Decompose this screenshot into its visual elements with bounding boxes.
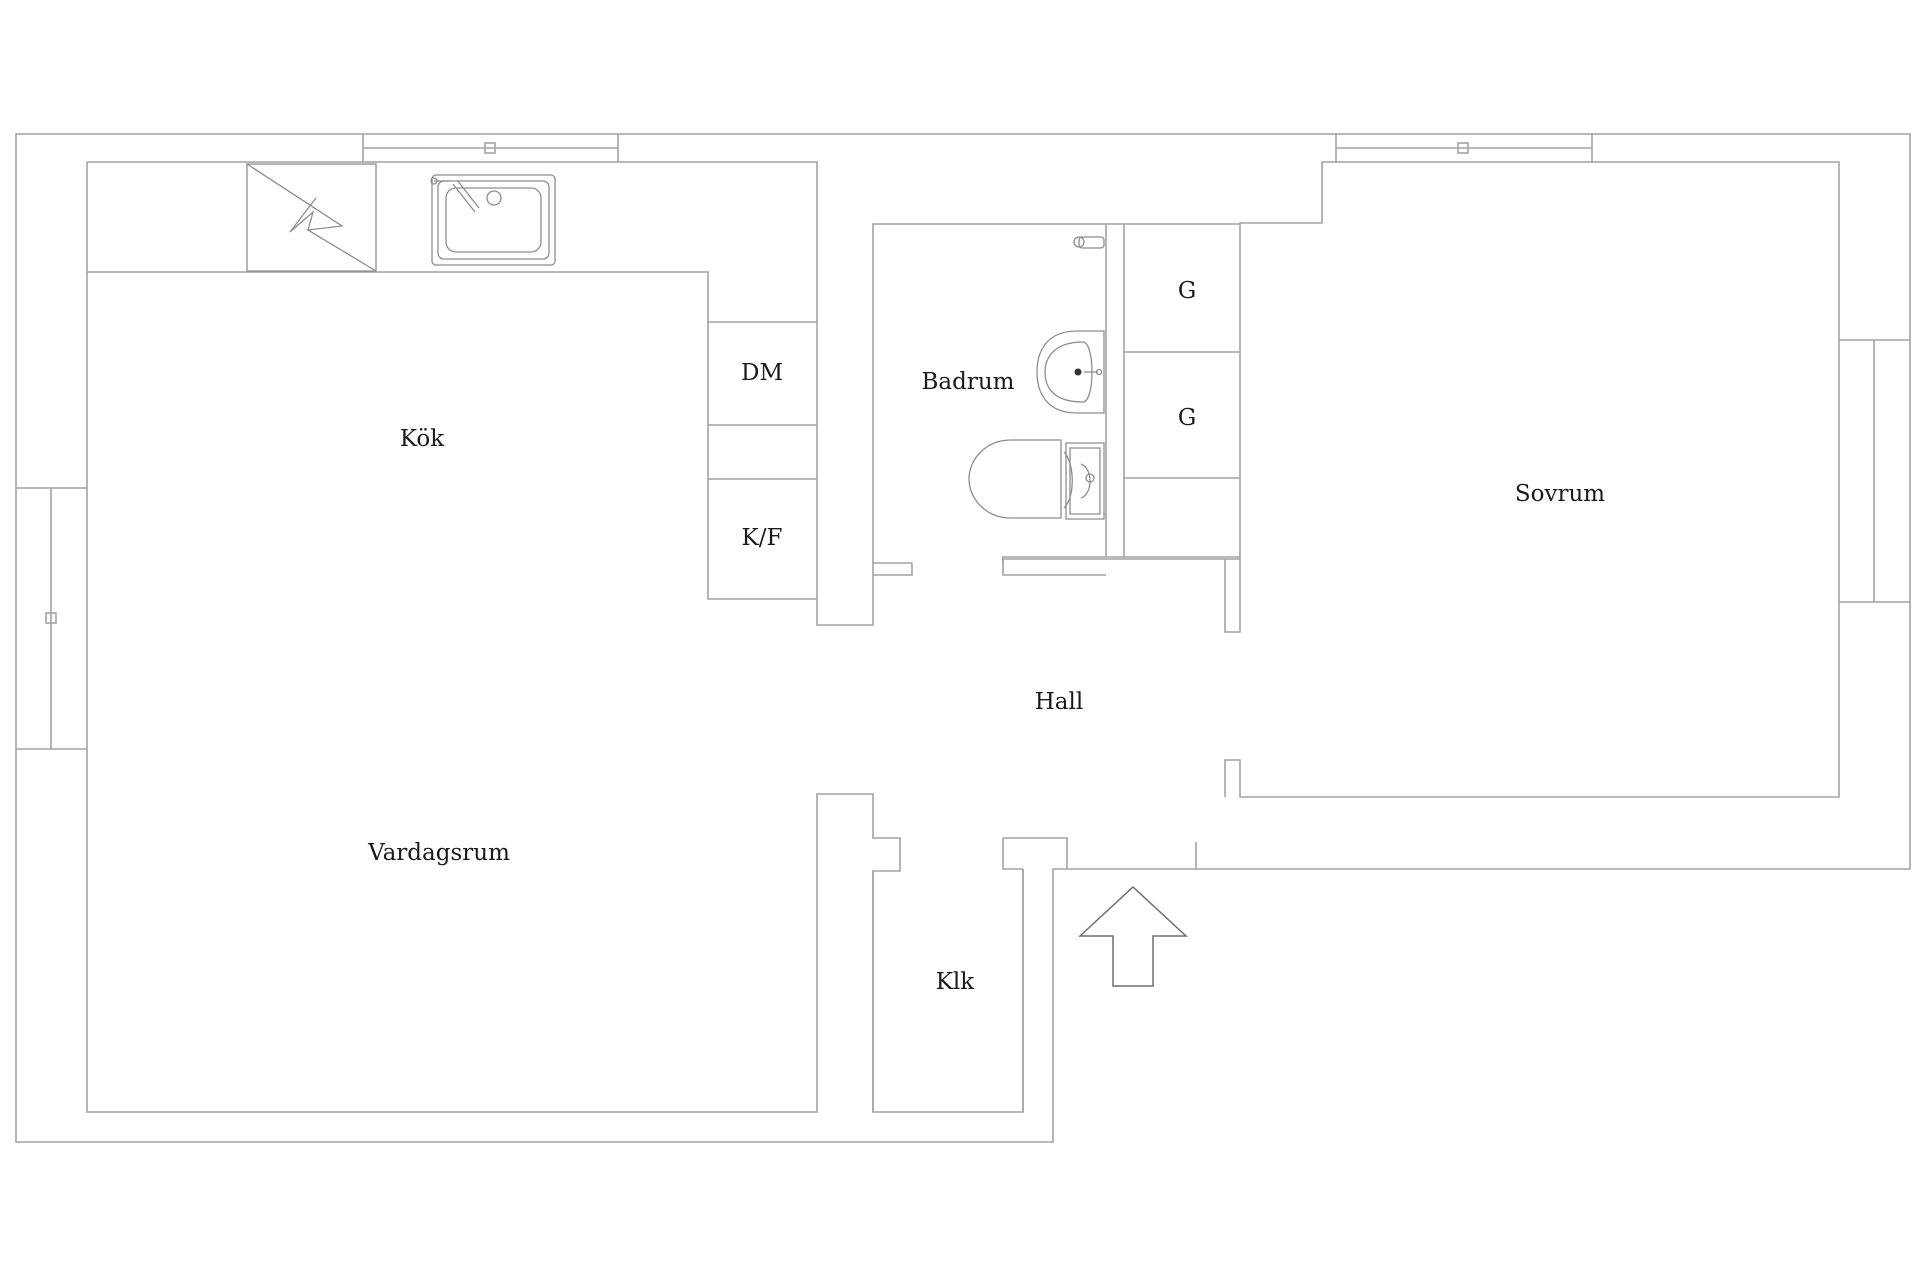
washbasin-icon [1036,330,1105,414]
outer-walls [15,133,1911,1143]
living-window-latch [45,612,57,624]
closet-walls [872,869,1024,1112]
kitchen-sink-icon [430,174,556,266]
toilet-icon [968,439,1105,520]
kitchen-cabinets [246,163,817,480]
room-label-wardrobe-2: G [1178,405,1196,431]
outer-wall-inner-edge-bottom [86,272,1068,1113]
room-label-fridge-freezer: K/F [742,525,783,551]
room-label-kitchen: Kök [400,426,445,452]
windows [16,134,1910,750]
bedroom-side-window [1839,339,1910,603]
entrance-arrow-icon [1078,885,1188,987]
bathroom-walls [872,223,1125,576]
kitchen-window [362,134,619,162]
closet [872,869,1024,1112]
room-label-closet: Klk [936,969,976,995]
bathroom [872,223,1125,576]
stove-icon-symbol [246,163,377,272]
kitchen-window-latch [484,142,496,154]
dm-cabinet [708,321,817,480]
room-label-dishwasher: DM [741,360,783,386]
room-label-wardrobe-1: G [1178,278,1196,304]
bedroom-window-latch [1457,142,1469,154]
shower-head-icon [1073,236,1105,249]
kitchen-left-wall [86,162,817,600]
room-label-hall: Hall [1035,689,1083,715]
room-label-bathroom: Badrum [922,369,1015,395]
wardrobes [1124,223,1240,558]
room-label-living-room: Vardagsrum [367,840,510,866]
living-window [16,487,87,750]
wardrobe-dividers [1124,223,1240,558]
bedroom-window [1335,134,1593,162]
stove-icon [246,163,377,272]
outer-wall-outer-edge [15,133,1911,1143]
room-label-bedroom: Sovrum [1515,481,1605,507]
outer-wall-inner-edge-left [87,161,1840,869]
